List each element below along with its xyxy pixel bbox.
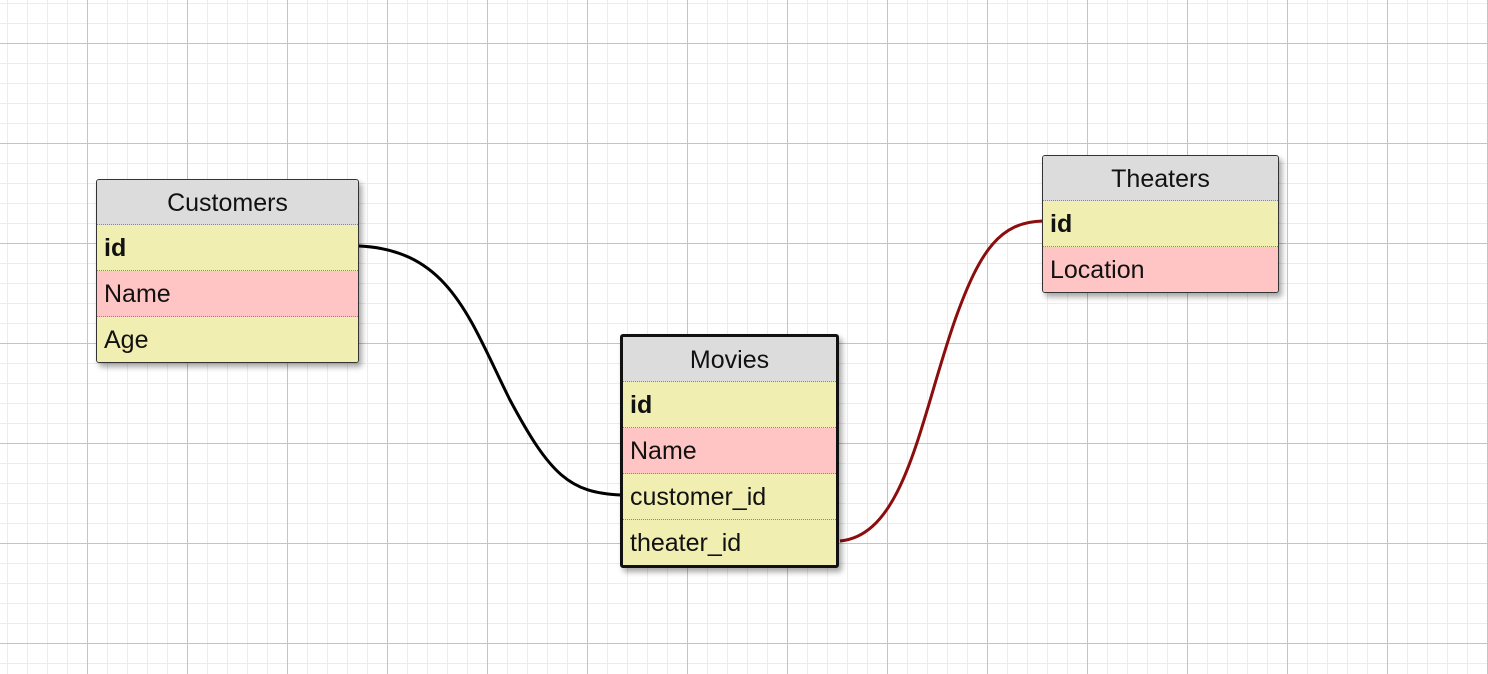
customers-table[interactable]: Customers id Name Age: [96, 179, 359, 363]
movies-table[interactable]: Movies id Name customer_id theater_id: [620, 334, 839, 568]
movies-field-name[interactable]: Name: [623, 428, 836, 474]
relation-theaters-movies[interactable]: [839, 219, 1044, 543]
relation-customers-movies[interactable]: [358, 244, 622, 497]
theaters-table-title[interactable]: Theaters: [1043, 156, 1278, 201]
movies-field-customer-id[interactable]: customer_id: [623, 474, 836, 520]
movies-field-theater-id[interactable]: theater_id: [623, 520, 836, 565]
customers-field-name[interactable]: Name: [97, 271, 358, 317]
theaters-table[interactable]: Theaters id Location: [1042, 155, 1279, 293]
customers-field-id[interactable]: id: [97, 225, 358, 271]
customers-table-title[interactable]: Customers: [97, 180, 358, 225]
movies-field-id[interactable]: id: [623, 382, 836, 428]
theaters-field-id[interactable]: id: [1043, 201, 1278, 247]
movies-table-title[interactable]: Movies: [623, 337, 836, 382]
customers-field-age[interactable]: Age: [97, 317, 358, 362]
theaters-field-location[interactable]: Location: [1043, 247, 1278, 292]
